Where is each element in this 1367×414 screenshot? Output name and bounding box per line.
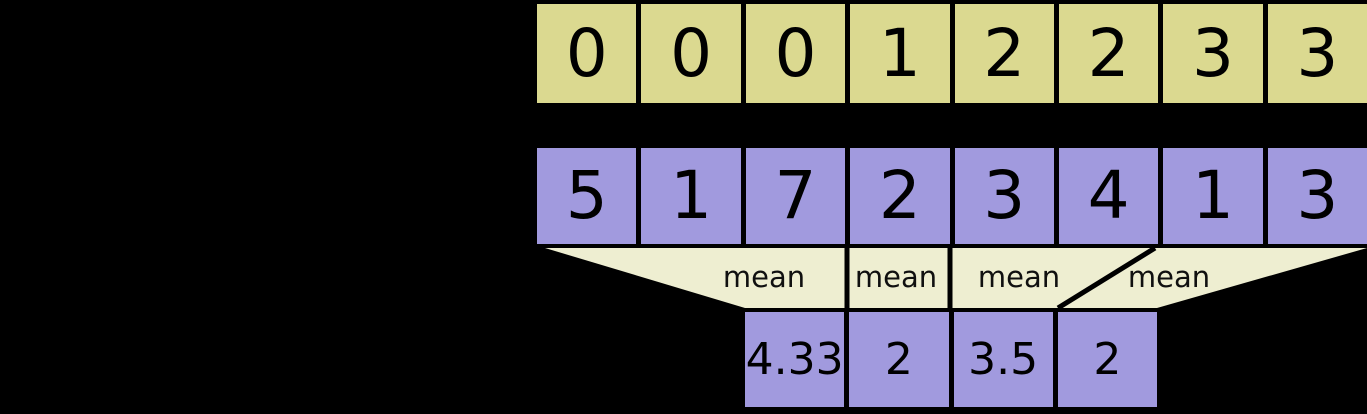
segment-id-cell: 0 [537, 4, 637, 103]
data-cell: 4 [1058, 148, 1159, 244]
result-cell: 2 [849, 312, 949, 407]
result-row: 4.33 2 3.5 2 [745, 312, 1157, 407]
data-cell: 5 [537, 148, 637, 244]
mean-operation-label: mean [722, 259, 806, 294]
segment-id-cell: 0 [641, 4, 741, 103]
result-cell: 4.33 [745, 312, 845, 407]
segment-id-cell: 1 [850, 4, 950, 103]
data-cell: 3 [1267, 148, 1367, 244]
data-cell: 7 [745, 148, 846, 244]
segment-ids-row: 0 0 0 1 2 2 3 3 [537, 4, 1367, 103]
mean-divider-diagonal [1056, 248, 1157, 308]
segment-id-cell: 2 [1058, 4, 1159, 103]
data-row: 5 1 7 2 3 4 1 3 [537, 148, 1367, 244]
data-cell: 1 [641, 148, 741, 244]
data-cell: 2 [850, 148, 950, 244]
segment-id-cell: 3 [1267, 4, 1367, 103]
funnel-shape [545, 248, 1367, 308]
segment-id-cell: 0 [745, 4, 846, 103]
segment-id-cell: 3 [1163, 4, 1263, 103]
result-cell: 2 [1057, 312, 1157, 407]
segment-id-cell: 2 [954, 4, 1054, 103]
funnel-graphic [545, 248, 1367, 308]
result-cell: 3.5 [953, 312, 1053, 407]
data-cell: 1 [1163, 148, 1263, 244]
data-cell: 3 [954, 148, 1054, 244]
mean-operation-label: mean [977, 259, 1061, 294]
mean-operation-label: mean [1127, 259, 1211, 294]
mean-operation-label: mean [854, 259, 938, 294]
aggregation-funnel: mean mean mean mean [537, 248, 1367, 308]
